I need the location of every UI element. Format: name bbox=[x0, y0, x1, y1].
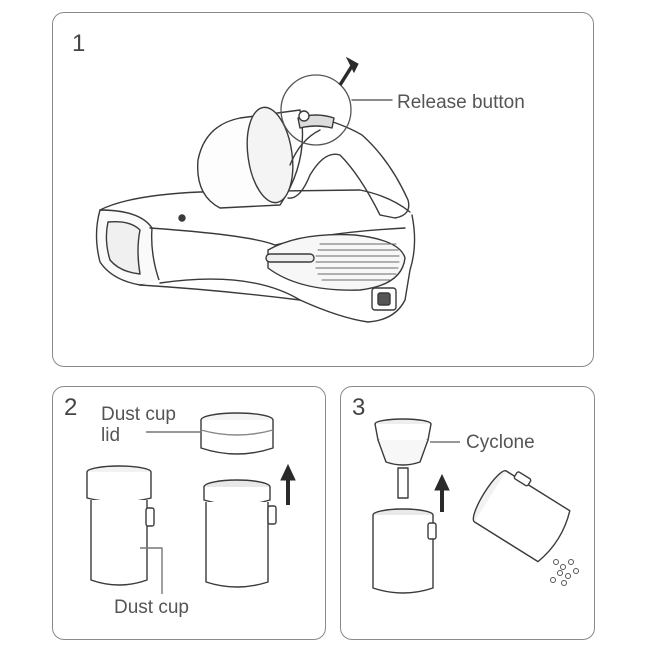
arrow-up-icon bbox=[434, 473, 450, 512]
step-3-number: 3 bbox=[352, 394, 366, 421]
step-2-number: 2 bbox=[64, 394, 78, 421]
release-button-label: Release button bbox=[397, 92, 525, 113]
arrow-up-icon bbox=[280, 463, 296, 505]
dust-particles-icon bbox=[550, 559, 579, 586]
arrow-up-icon bbox=[338, 56, 359, 86]
dust-cup-lid-label-line1: Dust cup bbox=[101, 404, 176, 425]
dust-cup-label: Dust cup bbox=[114, 597, 189, 618]
dust-cup-lid-label-line2: lid bbox=[101, 425, 121, 446]
step-1-number: 1 bbox=[72, 30, 86, 57]
cyclone-label: Cyclone bbox=[466, 432, 535, 453]
